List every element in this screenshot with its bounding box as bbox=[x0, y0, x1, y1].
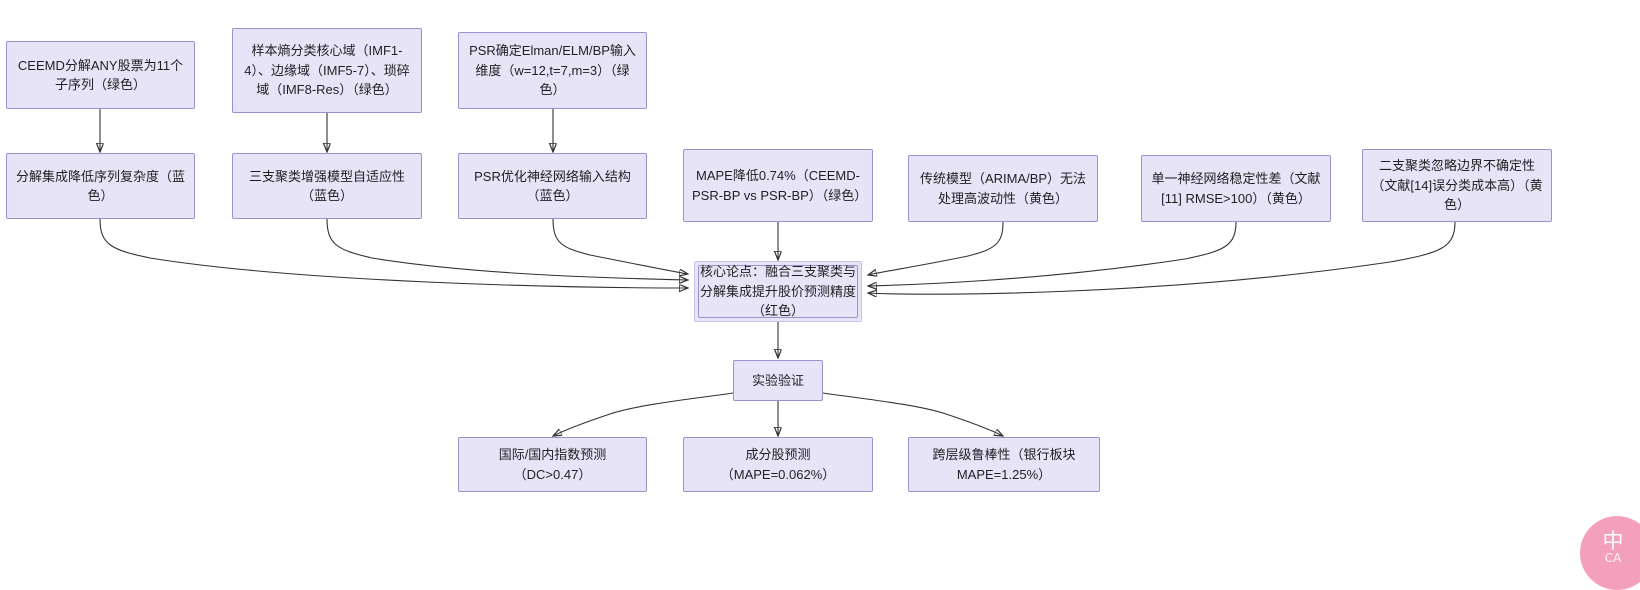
node-two-way-clustering-limit[interactable]: 二支聚类忽略边界不确定性（文献[14]误分类成本高）（黄色） bbox=[1362, 149, 1552, 222]
core-inner-frame: 核心论点：融合三支聚类与分解集成提升股价预测精度（红色） bbox=[698, 264, 858, 319]
watermark-badge: 中 CA bbox=[1580, 516, 1640, 590]
node-cross-level-robustness[interactable]: 跨层级鲁棒性（银行板块MAPE=1.25%） bbox=[908, 437, 1100, 492]
node-label: 分解集成降低序列复杂度（蓝色） bbox=[15, 168, 185, 204]
node-psr-optimize-structure[interactable]: PSR优化神经网络输入结构（蓝色） bbox=[458, 153, 647, 219]
node-label: 单一神经网络稳定性差（文献[11] RMSE>100）（黄色） bbox=[1151, 171, 1321, 206]
edge-n6-core bbox=[552, 218, 688, 274]
node-label: 三支聚类增强模型自适应性（蓝色） bbox=[248, 168, 405, 204]
node-label: 跨层级鲁棒性（银行板块MAPE=1.25%） bbox=[932, 447, 1076, 482]
watermark-text: 中 bbox=[1602, 528, 1624, 553]
node-reduce-complexity[interactable]: 分解集成降低序列复杂度（蓝色） bbox=[6, 153, 195, 219]
node-three-way-clustering-adaptive[interactable]: 三支聚类增强模型自适应性（蓝色） bbox=[232, 153, 422, 219]
node-label: PSR优化神经网络输入结构（蓝色） bbox=[474, 168, 631, 204]
node-label: 国际/国内指数预测（DC>0.47） bbox=[498, 447, 607, 482]
flowchart-canvas: CEEMD分解ANY股票为11个子序列（绿色） 样本熵分类核心域（IMF1-4）… bbox=[6, 28, 1640, 590]
node-label: 二支聚类忽略边界不确定性（文献[14]误分类成本高）（黄色） bbox=[1371, 158, 1543, 213]
node-constituent-stock-forecast[interactable]: 成分股预测（MAPE=0.062%） bbox=[683, 437, 873, 492]
node-psr-input-dimension[interactable]: PSR确定Elman/ELM/BP输入维度（w=12,t=7,m=3）（绿色） bbox=[458, 32, 647, 109]
node-single-nn-instability[interactable]: 单一神经网络稳定性差（文献[11] RMSE>100）（黄色） bbox=[1141, 155, 1331, 222]
node-traditional-model-limit[interactable]: 传统模型（ARIMA/BP）无法处理高波动性（黄色） bbox=[908, 155, 1098, 222]
node-ceemd-decompose[interactable]: CEEMD分解ANY股票为11个子序列（绿色） bbox=[6, 41, 195, 109]
node-experimental-verification[interactable]: 实验验证 bbox=[733, 360, 823, 401]
edge-n8-core bbox=[868, 221, 1004, 275]
edge-verify-n15 bbox=[822, 392, 1003, 436]
node-mape-reduction[interactable]: MAPE降低0.74%（CEEMD-PSR-BP vs PSR-BP）（绿色） bbox=[683, 149, 873, 222]
node-index-forecast[interactable]: 国际/国内指数预测（DC>0.47） bbox=[458, 437, 647, 492]
watermark-subtext: CA bbox=[1604, 550, 1622, 565]
node-label: CEEMD分解ANY股票为11个子序列（绿色） bbox=[17, 57, 184, 93]
edge-n4-core bbox=[99, 218, 688, 288]
node-label: 实验验证 bbox=[751, 372, 804, 388]
edge-n9-core bbox=[868, 221, 1237, 286]
node-sample-entropy-classify[interactable]: 样本熵分类核心域（IMF1-4）、边缘域（IMF5-7）、琐碎域（IMF8-Re… bbox=[232, 28, 422, 113]
node-label: 成分股预测（MAPE=0.062%） bbox=[720, 447, 836, 482]
node-label: 传统模型（ARIMA/BP）无法处理高波动性（黄色） bbox=[919, 171, 1087, 206]
node-label: 样本熵分类核心域（IMF1-4）、边缘域（IMF5-7）、琐碎域（IMF8-Re… bbox=[244, 43, 410, 98]
node-core-thesis[interactable]: 核心论点：融合三支聚类与分解集成提升股价预测精度（红色） bbox=[694, 261, 862, 322]
edge-verify-n13 bbox=[553, 392, 734, 436]
node-label: PSR确定Elman/ELM/BP输入维度（w=12,t=7,m=3）（绿色） bbox=[469, 43, 636, 98]
node-label: MAPE降低0.74%（CEEMD-PSR-BP vs PSR-BP）（绿色） bbox=[692, 168, 868, 203]
node-label: 核心论点：融合三支聚类与分解集成提升股价预测精度（红色） bbox=[699, 264, 856, 319]
edge-n10-core bbox=[868, 221, 1456, 294]
edge-n5-core bbox=[326, 218, 688, 280]
